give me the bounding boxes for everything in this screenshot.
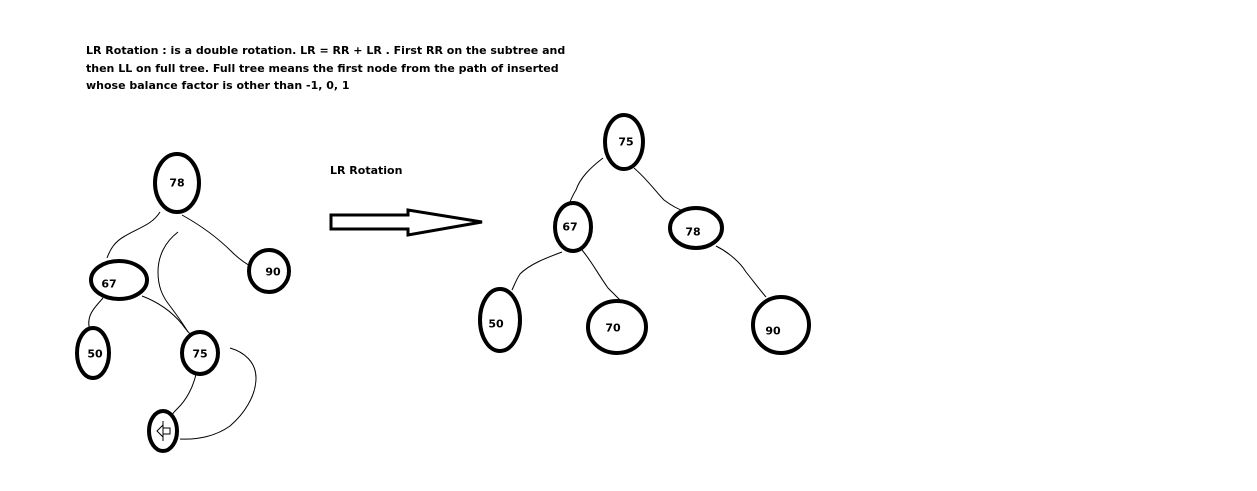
after-node-70: 70 xyxy=(586,299,648,355)
after-tree-nodes: 75 67 78 50 70 90 xyxy=(478,113,811,355)
description-line-1: LR Rotation : is a double rotation. LR =… xyxy=(86,44,566,57)
after-node-50-label: 50 xyxy=(488,318,504,331)
before-node-75: 75 xyxy=(180,330,220,376)
after-node-50: 50 xyxy=(478,287,522,353)
rotation-arrow: LR Rotation xyxy=(329,164,483,237)
before-tree-nodes: 78 67 90 50 75 xyxy=(75,152,291,453)
after-node-75-label: 75 xyxy=(618,136,633,149)
edge-a67-a70 xyxy=(581,249,621,301)
after-node-75: 75 xyxy=(603,113,645,171)
description-line-2: then LL on full tree. Full tree means th… xyxy=(86,61,559,75)
before-node-67: 67 xyxy=(89,259,149,301)
before-node-90: 90 xyxy=(247,248,291,294)
edge-78-90 xyxy=(181,214,255,269)
after-node-78-label: 78 xyxy=(685,226,700,239)
after-node-90: 90 xyxy=(751,295,811,355)
after-node-78: 78 xyxy=(668,206,724,250)
edge-75-inserted xyxy=(171,373,197,417)
edge-78-67 xyxy=(106,211,161,259)
rotation-hint-curve-lower xyxy=(179,347,257,440)
after-node-67: 67 xyxy=(553,201,593,253)
rotation-arrow-label: LR Rotation xyxy=(330,164,402,177)
before-node-75-label: 75 xyxy=(192,348,207,361)
before-node-78-label: 78 xyxy=(169,177,184,190)
edge-a75-a78 xyxy=(633,167,687,213)
after-tree-edges xyxy=(511,157,767,301)
before-node-90-label: 90 xyxy=(265,266,281,279)
before-node-50: 50 xyxy=(75,326,111,380)
after-node-90-label: 90 xyxy=(765,325,781,338)
block-arrow-icon xyxy=(329,208,483,237)
before-node-67-label: 67 xyxy=(101,278,116,291)
after-node-67-label: 67 xyxy=(562,221,577,234)
before-tree-edges xyxy=(88,211,257,440)
description-text: LR Rotation : is a double rotation. LR =… xyxy=(86,42,566,95)
edge-a67-a50 xyxy=(511,251,563,291)
rotation-hint-curve-upper xyxy=(157,231,189,333)
before-node-50-label: 50 xyxy=(87,348,103,361)
edge-a75-a67 xyxy=(567,157,604,208)
edge-a78-a90 xyxy=(715,245,767,298)
description-line-3: whose balance factor is other than -1, 0… xyxy=(86,79,350,92)
after-node-70-label: 70 xyxy=(605,322,621,335)
before-node-78: 78 xyxy=(153,152,201,214)
